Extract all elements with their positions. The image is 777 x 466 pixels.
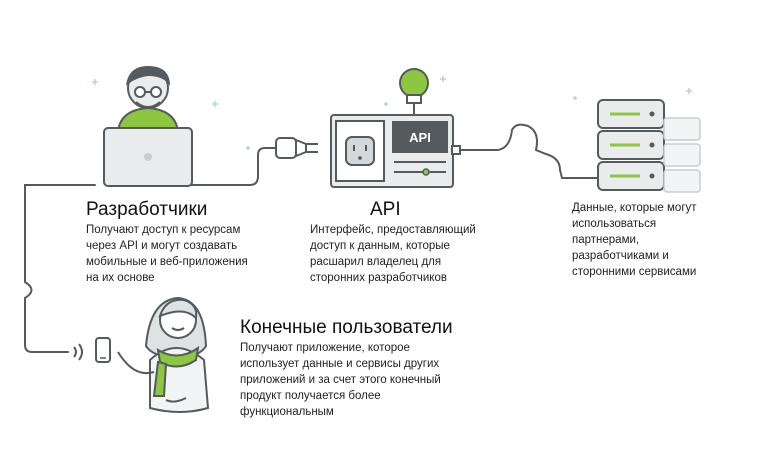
developer-figure: [116, 66, 180, 133]
server-stack-icon: [597, 99, 701, 193]
developers-description: Получают доступ к ресурсам через API и м…: [86, 224, 248, 284]
api-description: Интерфейс, предоставляющий доступ к данн…: [310, 224, 476, 284]
api-box-label: API: [409, 130, 431, 145]
api-title: API: [370, 199, 401, 220]
end-user-figure: [117, 296, 210, 413]
developers-title: Разработчики: [86, 199, 208, 220]
api-screen: [392, 121, 448, 153]
lightbulb-icon: [399, 68, 429, 115]
outlet-icon: [345, 136, 375, 166]
wifi-signal-icon: [73, 343, 83, 361]
api-box: API: [330, 114, 461, 188]
phone-icon: [95, 337, 111, 363]
laptop-icon: [103, 127, 193, 187]
end-users-title: Конечные пользователи: [240, 317, 453, 338]
cable: [24, 123, 599, 353]
end-users-description: Получают приложение, которое использует …: [240, 342, 441, 418]
data-description: Данные, которые могут использоваться пар…: [572, 202, 697, 278]
plug-icon: [275, 137, 318, 159]
sparkle-decorations: [92, 76, 692, 150]
